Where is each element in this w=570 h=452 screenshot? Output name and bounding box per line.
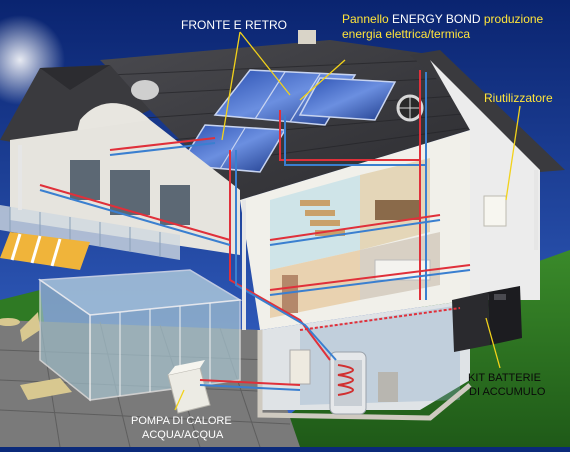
balcony (0, 205, 180, 260)
label-riutilizzatore: Riutilizzatore (484, 91, 553, 105)
garden-furniture (0, 312, 72, 400)
gable-wall (430, 60, 540, 300)
basement-unit (289, 349, 311, 385)
left-wing-windows (70, 160, 190, 225)
awning (0, 232, 90, 270)
boiler-tank (329, 351, 367, 415)
label-pannello-prefix: Pannello (342, 12, 393, 26)
glass-veranda (37, 269, 243, 402)
pump-unit (378, 372, 398, 402)
label-pannello-line1: Pannello ENERGY BOND produzione (342, 13, 543, 26)
balcony-rail (9, 207, 161, 257)
label-pompa-line2: ACQUA/ACQUA (142, 429, 224, 441)
label-pannello-suffix: produzione (480, 12, 544, 26)
label-pannello-brand: ENERGY BOND (392, 12, 481, 26)
roof-window-round (131, 80, 159, 100)
chimney (298, 30, 316, 44)
label-kit-batterie-line2: DI ACCUMULO (469, 386, 546, 398)
water-recycler-unit (483, 195, 507, 227)
label-fronte-retro: FRONTE E RETRO (181, 18, 288, 32)
leader-lines (174, 31, 521, 411)
battery-kit (452, 286, 522, 352)
left-wing-roof (0, 65, 150, 150)
energy-pipes (39, 70, 471, 391)
label-pompa-line1: POMPA DI CALORE (131, 415, 232, 427)
label-pannello-line2: energia elettrica/termica (342, 27, 471, 41)
solar-panels (178, 69, 397, 173)
label-kit-batterie-line1: KIT BATTERIE (468, 372, 541, 384)
